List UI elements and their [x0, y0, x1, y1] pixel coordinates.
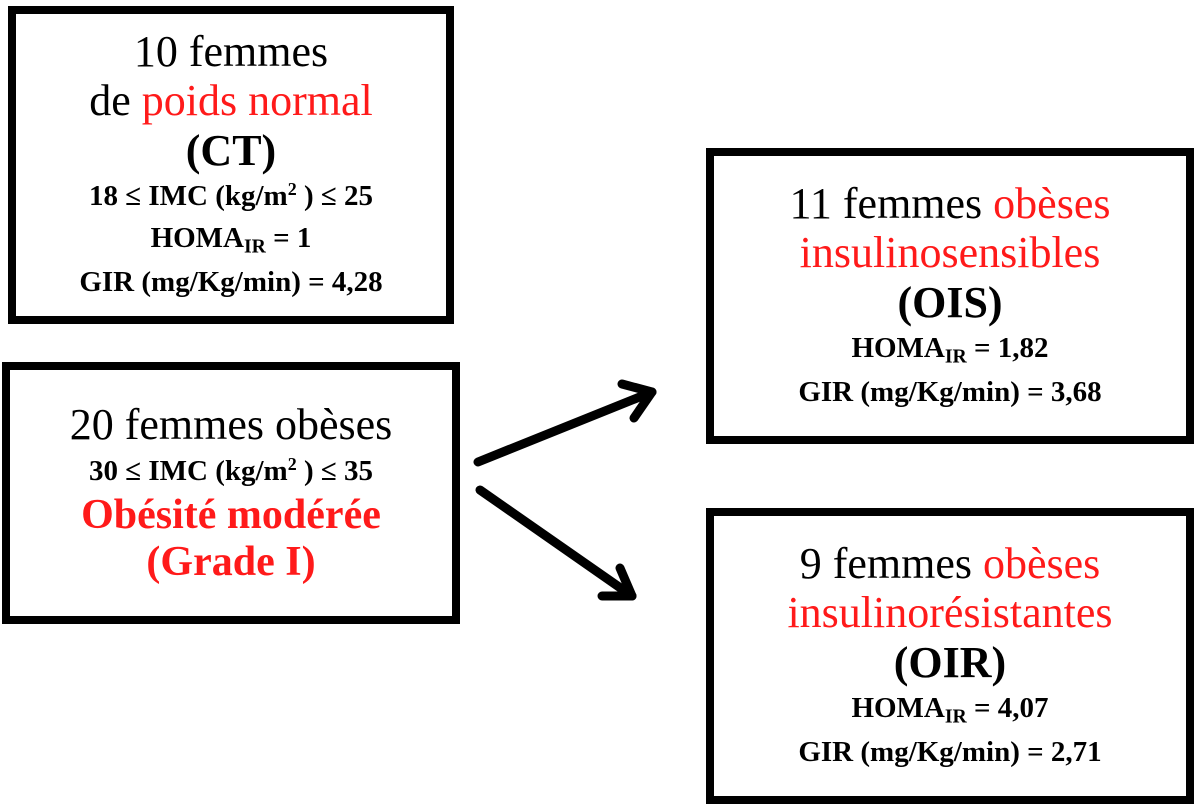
oir-homa-value: = 4,07	[966, 691, 1049, 724]
ct-homa-sub: IR	[244, 235, 266, 258]
obese-grade: (Grade I)	[146, 538, 316, 585]
ois-count-highlight: obèses	[993, 179, 1111, 229]
ois-homa: HOMAIR = 1,82	[851, 327, 1048, 371]
control-group-box: 10 femmes de poids normal (CT) 18 ≤ IMC …	[8, 6, 454, 324]
ct-imc-range: 18 ≤ IMC (kg/m2 ) ≤ 25	[89, 175, 373, 217]
arrow-to-ois-head	[617, 379, 657, 423]
oir-description: insulinorésistantes	[787, 588, 1113, 638]
oir-group-label: (OIR)	[893, 637, 1007, 687]
ois-homa-label: HOMA	[851, 331, 945, 364]
oir-group-box: 9 femmes obèses insulinorésistantes (OIR…	[706, 508, 1194, 804]
obese-imc-suffix: ) ≤ 35	[296, 454, 374, 487]
obese-category: Obésité modérée	[81, 491, 381, 538]
obese-imc-sup: 2	[287, 453, 297, 474]
ct-imc-suffix: ) ≤ 25	[296, 179, 374, 212]
oir-count-highlight: obèses	[982, 539, 1101, 589]
ois-homa-sub: IR	[944, 345, 967, 368]
arrow-to-oir-head	[597, 563, 637, 601]
obese-imc-prefix: 30 ≤ IMC (kg/m	[88, 454, 288, 487]
ois-gir: GIR (mg/Kg/min) = 3,68	[798, 375, 1102, 408]
ct-group-label: (CT)	[185, 125, 277, 175]
oir-homa: HOMAIR = 4,07	[851, 687, 1048, 731]
ois-description: insulinosensibles	[799, 228, 1101, 278]
ct-description-highlight: poids normal	[141, 76, 373, 126]
oir-count: 9 femmes obèses	[800, 539, 1101, 588]
ct-homa: HOMAIR = 1	[151, 217, 312, 261]
arrow-to-oir	[475, 485, 637, 601]
obese-group-box: 20 femmes obèses 30 ≤ IMC (kg/m2 ) ≤ 35 …	[2, 362, 460, 624]
oir-homa-sub: IR	[944, 705, 967, 728]
ois-count: 11 femmes obèses	[790, 179, 1111, 228]
oir-gir: GIR (mg/Kg/min) = 2,71	[798, 735, 1102, 768]
ct-imc-sup: 2	[287, 178, 297, 199]
ct-description: de poids normal	[89, 76, 373, 125]
ct-homa-label: HOMA	[150, 221, 244, 254]
ois-group-box: 11 femmes obèses insulinosensibles (OIS)…	[706, 148, 1194, 444]
ois-homa-value: = 1,82	[966, 331, 1049, 364]
arrow-to-ois	[473, 379, 657, 467]
obese-imc-range: 30 ≤ IMC (kg/m2 ) ≤ 35	[89, 450, 373, 492]
ois-group-label: (OIS)	[897, 277, 1003, 327]
obese-count: 20 femmes obèses	[69, 400, 393, 450]
arrow-to-oir-shaft	[475, 485, 637, 601]
ct-description-prefix: de	[89, 76, 142, 126]
ct-homa-value: = 1	[265, 221, 312, 254]
ct-count: 10 femmes	[133, 27, 329, 76]
arrow-to-ois-shaft	[473, 387, 657, 467]
oir-homa-label: HOMA	[851, 691, 945, 724]
ct-gir: GIR (mg/Kg/min) = 4,28	[79, 265, 383, 298]
ois-count-prefix: 11 femmes	[789, 179, 994, 229]
oir-count-prefix: 9 femmes	[799, 539, 983, 589]
ct-imc-prefix: 18 ≤ IMC (kg/m	[88, 179, 288, 212]
